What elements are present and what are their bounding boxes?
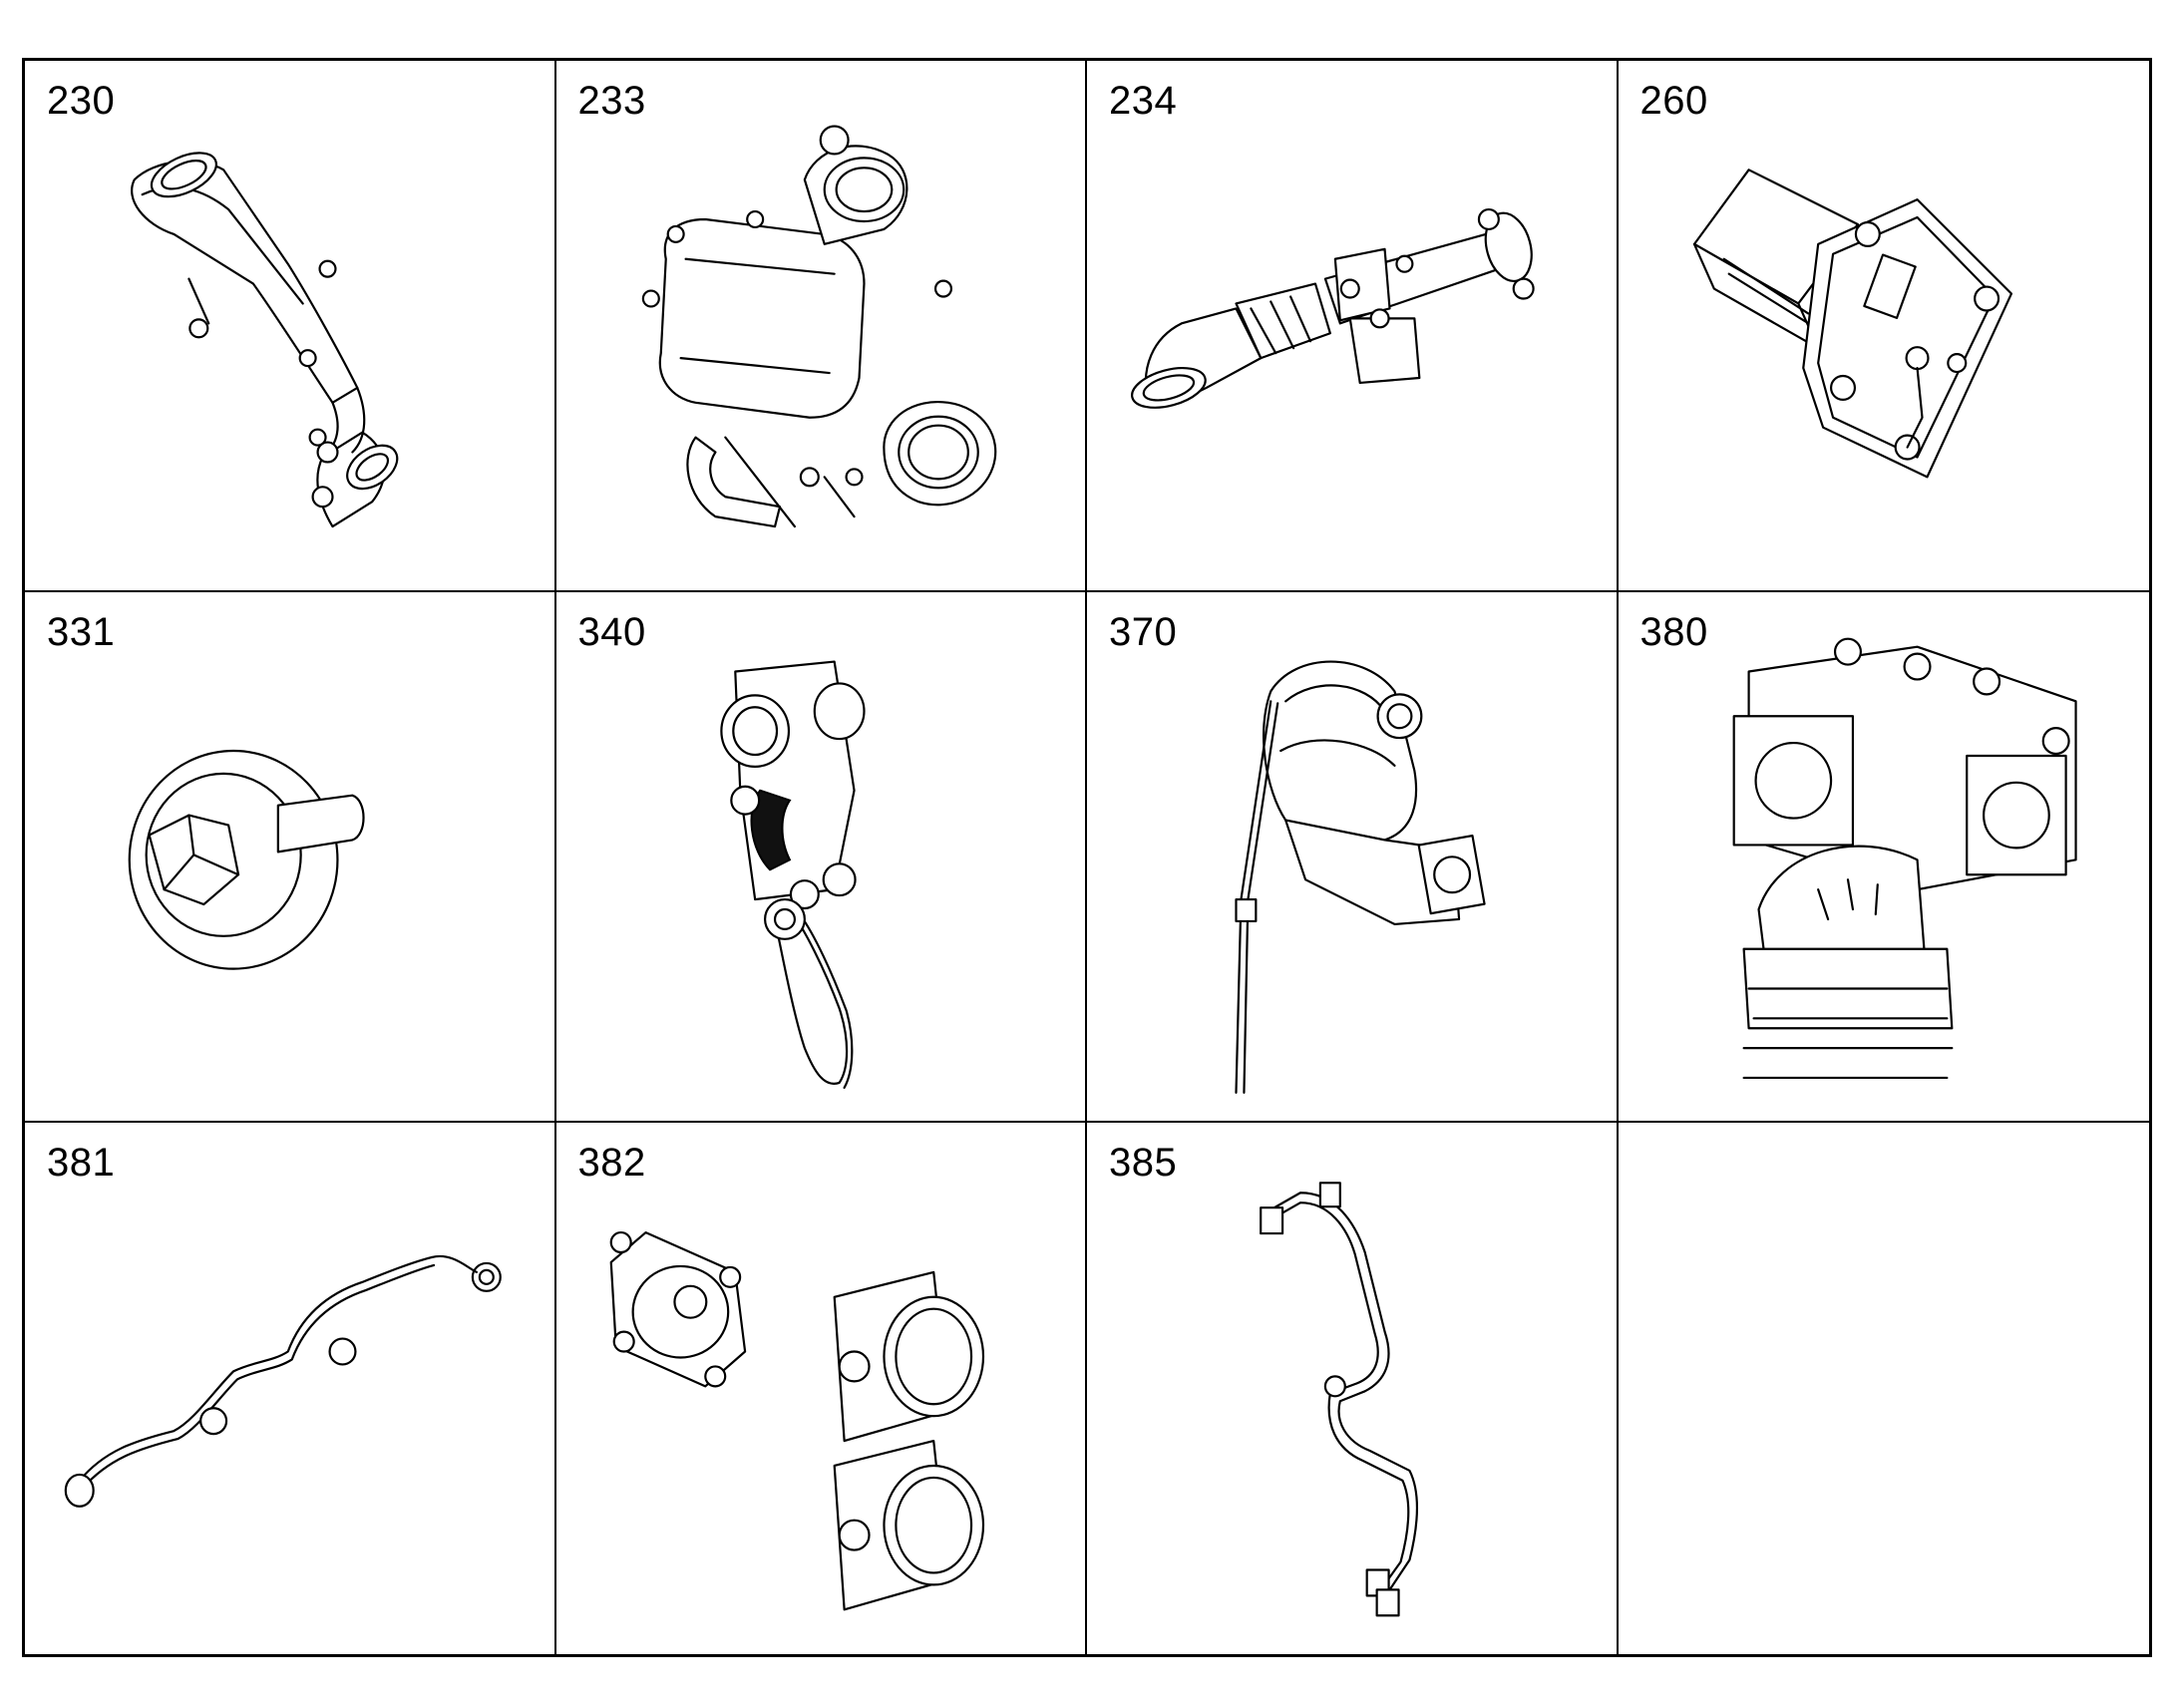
part-number: 233 bbox=[577, 79, 646, 123]
part-number: 380 bbox=[1639, 609, 1708, 654]
part-cell-370[interactable]: 370 bbox=[1087, 591, 1619, 1124]
part-cell-260[interactable]: 260 bbox=[1618, 61, 2149, 592]
part-number: 230 bbox=[47, 79, 116, 123]
part-number: 381 bbox=[47, 1141, 116, 1186]
hex-plug-with-flange-drawing bbox=[128, 749, 365, 970]
twin-pipe-line-drawing bbox=[1260, 1182, 1419, 1617]
part-number: 340 bbox=[577, 609, 646, 654]
part-cell-230[interactable]: 230 bbox=[25, 61, 556, 592]
part-cell-331[interactable]: 331 bbox=[25, 591, 556, 1124]
part-cell-381[interactable]: 381 bbox=[25, 1123, 556, 1654]
part-cell-233[interactable]: 233 bbox=[555, 61, 1087, 592]
fuel-injection-line-drawing bbox=[64, 1255, 502, 1509]
flange-and-thermostat-housings-drawing bbox=[609, 1231, 984, 1611]
empty-cell bbox=[1619, 1123, 2150, 1654]
part-number: 385 bbox=[1109, 1141, 1178, 1186]
part-number: 260 bbox=[1639, 79, 1708, 123]
part-number: 331 bbox=[47, 609, 116, 654]
belt-tensioner-assembly-drawing bbox=[719, 660, 866, 1089]
throttle-housing-drawing bbox=[641, 125, 996, 528]
part-cell-385[interactable]: 385 bbox=[1087, 1123, 1619, 1654]
exhaust-manifold-with-dipstick-drawing bbox=[1235, 660, 1486, 1094]
intake-duct-with-bracket-drawing bbox=[1131, 207, 1535, 409]
coolant-housing-block-drawing bbox=[1732, 637, 2077, 1079]
part-number: 370 bbox=[1109, 609, 1178, 654]
part-cell-382[interactable]: 382 bbox=[556, 1123, 1087, 1654]
part-cell-234[interactable]: 234 bbox=[1087, 61, 1619, 592]
part-cell-340[interactable]: 340 bbox=[555, 591, 1087, 1124]
heat-exchanger-plate-drawing bbox=[1692, 169, 2012, 479]
part-cell-380[interactable]: 380 bbox=[1618, 592, 2149, 1124]
parts-index-grid: 230 233 bbox=[22, 58, 2152, 1657]
part-number: 382 bbox=[577, 1141, 646, 1186]
air-intake-pipe-drawing bbox=[131, 152, 399, 528]
part-number: 234 bbox=[1109, 79, 1178, 123]
